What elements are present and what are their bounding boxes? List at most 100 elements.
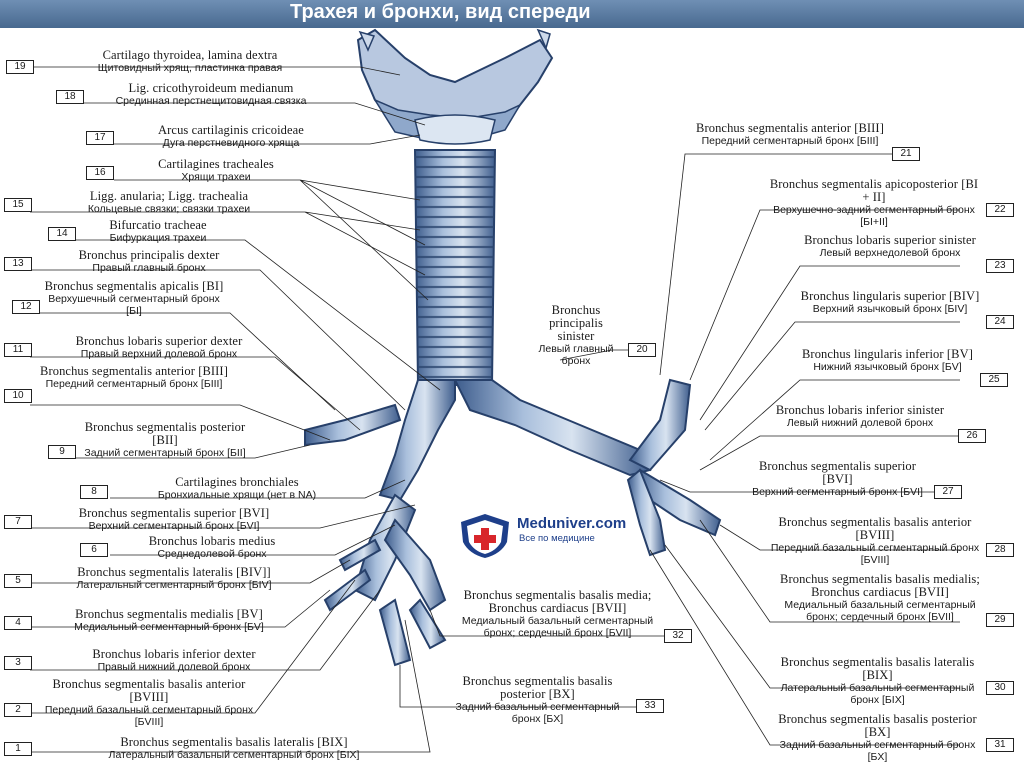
label-number: 29	[986, 613, 1014, 627]
label-principalis-dexter: Bronchus principalis dexter Правый главн…	[34, 248, 264, 275]
russian-term: Верхний сегментарный бронх [БVI]	[752, 486, 923, 498]
label-left-basalis-posterior: Bronchus segmentalis basalis posterior […	[775, 713, 980, 764]
russian-term: Дуга перстневидного хряща	[162, 137, 300, 149]
russian-term: Правый нижний долевой бронх	[97, 661, 251, 673]
label-number: 17	[86, 131, 114, 145]
label-number: 14	[48, 227, 76, 241]
russian-term: Бифуркация трахеи	[109, 232, 207, 244]
label-number: 27	[934, 485, 962, 499]
label-superior-bvi: Bronchus segmentalis superior [BVI] Верх…	[34, 506, 314, 533]
latin-term: Bronchus lobaris inferior dexter	[92, 647, 256, 661]
label-number: 13	[4, 257, 32, 271]
label-number: 7	[4, 515, 32, 529]
latin-term: Bifurcatio tracheae	[109, 218, 207, 232]
label-number: 12	[12, 300, 40, 314]
label-number: 9	[48, 445, 76, 459]
label-arcus-cricoideae: Arcus cartilaginis cricoideae Дуга перст…	[116, 123, 346, 150]
russian-term: Медиальный сегментарный бронх [БV]	[74, 621, 264, 633]
label-number: 5	[4, 574, 32, 588]
watermark-tagline: Все по медицине	[519, 533, 595, 544]
latin-term: Bronchus lobaris superior sinister	[804, 233, 976, 247]
label-number: 22	[986, 203, 1014, 217]
label-lobaris-inferior-dexter: Bronchus lobaris inferior dexter Правый …	[34, 647, 314, 674]
latin-term: Bronchus lobaris medius	[148, 534, 276, 548]
label-number: 8	[80, 485, 108, 499]
latin-term: Bronchus segmentalis basalis media; Bron…	[463, 588, 652, 615]
label-lingularis-superior: Bronchus lingularis superior [BIV] Верхн…	[800, 289, 980, 316]
latin-term: Bronchus segmentalis basalis medialis; B…	[780, 572, 980, 599]
label-number: 28	[986, 543, 1014, 557]
label-lig-cricothyroideum: Lig. cricothyroideum medianum Срединная …	[86, 82, 336, 108]
label-number: 2	[4, 703, 32, 717]
label-right-basalis-media: Bronchus segmentalis basalis media; Bron…	[455, 588, 660, 640]
label-left-basalis-anterior: Bronchus segmentalis basalis anterior [B…	[770, 515, 980, 567]
label-medialis-bv: Bronchus segmentalis medialis [BV] Медиа…	[34, 608, 304, 634]
label-lobaris-inferior-sinister: Bronchus lobaris inferior sinister Левый…	[770, 404, 950, 430]
latin-term: Cartilagines bronchiales	[175, 475, 299, 489]
label-number: 1	[4, 742, 32, 756]
label-number: 6	[80, 543, 108, 557]
label-lingularis-inferior: Bronchus lingularis inferior [BV] Нижний…	[800, 347, 975, 374]
label-basalis-anterior-bviii: Bronchus segmentalis basalis anterior [B…	[34, 678, 264, 729]
label-number: 26	[958, 429, 986, 443]
label-number: 23	[986, 259, 1014, 273]
latin-term: Arcus cartilaginis cricoideae	[158, 123, 304, 137]
label-basalis-lateralis-bix: Bronchus segmentalis basalis lateralis […	[34, 735, 434, 762]
russian-term: Левый нижний долевой бронх	[786, 417, 934, 429]
label-number: 11	[4, 343, 32, 357]
russian-term: Хрящи трахеи	[181, 171, 251, 183]
russian-term: Кольцевые связки; связки трахеи	[87, 203, 251, 215]
latin-term: Bronchus segmentalis basalis anterior [B…	[778, 515, 972, 542]
russian-term: Правый верхний долевой бронх	[80, 348, 238, 360]
russian-term: Передний базальный сегментарный бронх [Б…	[770, 542, 980, 566]
label-apicoposterior: Bronchus segmentalis apicoposterior [BI …	[765, 178, 983, 229]
label-number: 25	[980, 373, 1008, 387]
label-number: 16	[86, 166, 114, 180]
label-number: 10	[4, 389, 32, 403]
russian-term: Верхушечно-задний сегментарный бронх [БI…	[773, 204, 975, 228]
latin-term: Bronchus principalis dexter	[78, 248, 220, 262]
latin-term: Bronchus segmentalis apicalis [BI]	[44, 279, 224, 293]
russian-term: Передний сегментарный бронх [БIII]	[45, 378, 223, 390]
label-bifurcatio: Bifurcatio tracheae Бифуркация трахеи	[78, 218, 238, 245]
russian-term: Верхний сегментарный бронх [БVI]	[88, 520, 260, 532]
label-lateralis-biv: Bronchus segmentalis lateralis [BIV]] Ла…	[34, 566, 314, 592]
label-number: 32	[664, 629, 692, 643]
latin-term: Cartilagines tracheales	[158, 157, 274, 171]
larynx	[356, 28, 554, 145]
latin-term: Bronchus segmentalis posterior [BII]	[84, 420, 246, 447]
label-lobaris-superior-sinister: Bronchus lobaris superior sinister Левый…	[800, 233, 980, 260]
russian-term: Задний базальный сегментарный бронх [БX]	[779, 739, 976, 763]
russian-term: Щитовидный хрящ, пластинка правая	[97, 62, 283, 74]
label-number: 20	[628, 343, 656, 357]
label-number: 4	[4, 616, 32, 630]
label-lobaris-medius: Bronchus lobaris medius Среднедолевой бр…	[112, 534, 312, 561]
label-left-anterior-biii: Bronchus segmentalis anterior [BIII] Пер…	[690, 122, 890, 148]
label-cartilagines-bronchiales: Cartilagines bronchiales Бронхиальные хр…	[112, 475, 362, 502]
label-number: 19	[6, 60, 34, 74]
label-number: 24	[986, 315, 1014, 329]
label-number: 15	[4, 198, 32, 212]
label-number: 30	[986, 681, 1014, 695]
russian-term: Задний базальный сегментарный бронх [БX]	[455, 701, 620, 725]
page-title: Трахея и бронхи, вид спереди	[290, 1, 591, 23]
russian-term: Передний сегментарный бронх [БIII]	[701, 135, 879, 147]
russian-term: Латеральный базальный сегментарный бронх…	[780, 682, 975, 706]
label-cartilagines-tracheales: Cartilagines tracheales Хрящи трахеи	[116, 157, 316, 184]
russian-term: Задний сегментарный бронх [БII]	[84, 447, 246, 459]
label-left-basalis-lateralis: Bronchus segmentalis basalis lateralis […	[775, 656, 980, 707]
label-posterior-bii: Bronchus segmentalis posterior [BII] Зад…	[80, 420, 250, 460]
latin-term: Bronchus segmentalis basalis lateralis […	[120, 735, 348, 749]
title-bar: Трахея и бронхи, вид спереди	[0, 0, 1024, 28]
latin-term: Bronchus segmentalis superior [BVI]	[78, 506, 270, 520]
latin-term: Bronchus lingularis inferior [BV]	[802, 347, 973, 361]
label-number: 33	[636, 699, 664, 713]
russian-term: Латеральный базальный сегментарный бронх…	[108, 749, 360, 761]
latin-term: Bronchus lobaris superior dexter	[75, 334, 243, 348]
meduniver-shield-logo	[461, 514, 509, 558]
label-left-superior-bvi: Bronchus segmentalis superior [BVI] Верх…	[745, 460, 930, 499]
russian-term: Верхушечный сегментарный бронх [БI]	[48, 293, 220, 317]
latin-term: Bronchus lingularis superior [BIV]	[800, 289, 980, 303]
russian-term: Левый верхнедолевой бронх	[819, 247, 961, 259]
